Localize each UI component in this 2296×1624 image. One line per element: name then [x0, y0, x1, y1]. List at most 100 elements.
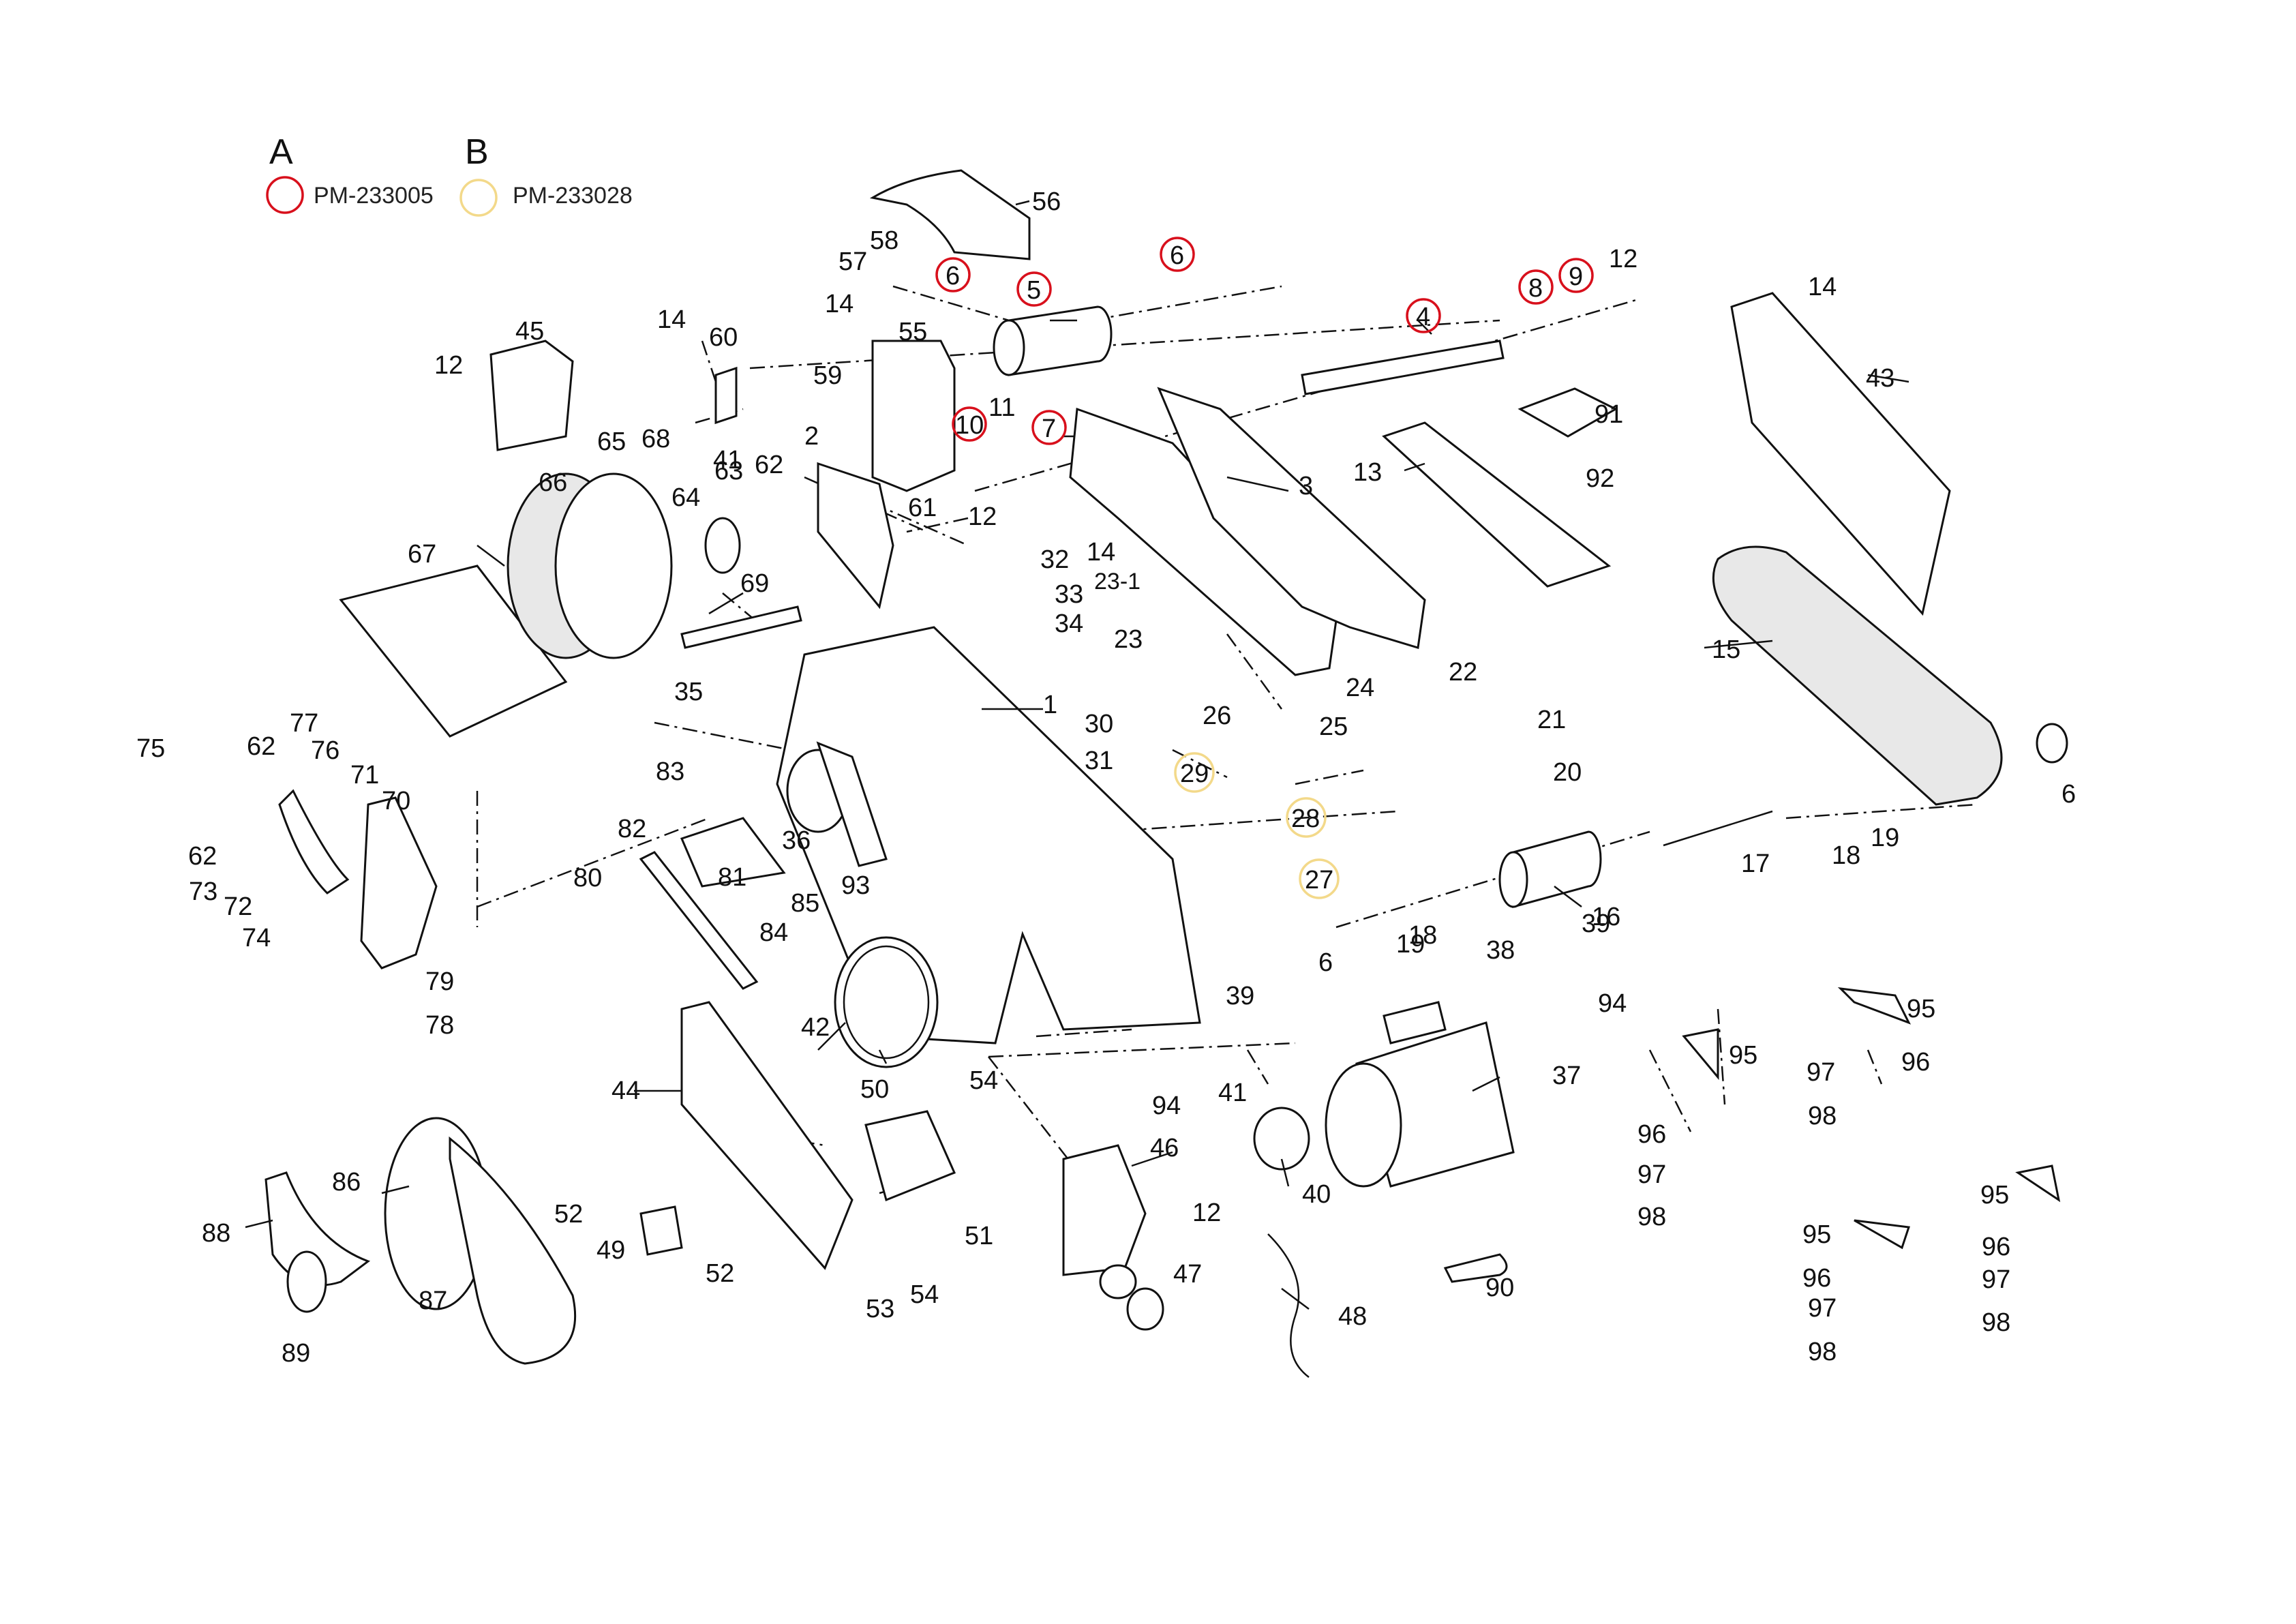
callout-35: 35 — [674, 678, 703, 706]
callout-12-d: 12 — [1192, 1199, 1221, 1227]
highlight-rings — [935, 237, 1594, 899]
part-17-shape — [1663, 810, 1773, 847]
highlight-a-6-left — [935, 257, 971, 292]
part-40-shape — [1253, 1107, 1310, 1171]
part-15-shape — [1712, 545, 2003, 806]
callout-75: 75 — [136, 734, 165, 763]
callout-86: 86 — [332, 1168, 361, 1197]
callout-82: 82 — [618, 815, 646, 843]
part-43-shape — [1730, 292, 1951, 616]
callout-96-c: 96 — [1982, 1233, 2010, 1261]
callout-31: 31 — [1085, 747, 1113, 775]
callout-6-bottom: 6 — [1318, 948, 1333, 977]
callout-87: 87 — [419, 1287, 447, 1315]
highlight-a-8 — [1518, 269, 1554, 305]
callout-96-d: 96 — [1802, 1264, 1831, 1293]
callout-66: 66 — [539, 468, 567, 497]
highlight-b-27 — [1299, 858, 1340, 899]
part-56-shape — [869, 169, 1031, 260]
legend: A PM-233005 B PM-233028 — [266, 132, 633, 217]
callout-11: 11 — [988, 393, 1015, 422]
callout-10: 10 — [955, 411, 984, 440]
callout-46: 46 — [1150, 1134, 1179, 1162]
part-45-shape — [489, 340, 574, 451]
highlight-b-29 — [1174, 752, 1215, 793]
highlight-a-5 — [1016, 271, 1052, 307]
callout-62-a: 62 — [755, 451, 783, 479]
callout-98-c: 98 — [1982, 1308, 2010, 1337]
callout-68: 68 — [641, 425, 670, 453]
callout-92: 92 — [1586, 464, 1614, 493]
legend-b-letter: B — [465, 132, 489, 172]
callout-33: 33 — [1055, 580, 1083, 609]
callout-27: 27 — [1305, 866, 1333, 894]
part-3-rear — [1157, 387, 1426, 649]
callout-34: 34 — [1055, 610, 1083, 638]
callout-81: 81 — [718, 863, 746, 892]
callout-96-b: 96 — [1637, 1120, 1666, 1149]
callout-56: 56 — [1032, 187, 1061, 216]
part-5-shape — [1008, 305, 1113, 376]
part-42-shape — [834, 936, 939, 1068]
callout-9: 9 — [1569, 262, 1583, 291]
highlight-a-10 — [952, 406, 987, 442]
callout-50: 50 — [860, 1075, 889, 1104]
callout-97-a: 97 — [1807, 1058, 1835, 1087]
callout-83: 83 — [656, 757, 684, 786]
callout-3: 3 — [1299, 472, 1313, 500]
callout-64: 64 — [671, 483, 700, 512]
callout-44: 44 — [611, 1077, 640, 1105]
parts — [265, 169, 2068, 1378]
callout-96-a: 96 — [1901, 1048, 1930, 1077]
part-47b-shape — [1126, 1287, 1164, 1331]
callout-15: 15 — [1712, 635, 1740, 664]
callout-labels: 1 2 3 4 5 6 6 6 6 7 8 9 10 11 12 12 12 1… — [136, 187, 2076, 1368]
part-16-end — [1498, 851, 1528, 908]
highlight-b-28 — [1286, 797, 1327, 838]
callout-2: 2 — [804, 422, 819, 451]
callout-69: 69 — [740, 569, 769, 598]
part-82-shape — [680, 817, 786, 888]
callout-14-a: 14 — [1808, 273, 1837, 301]
callout-54-a: 54 — [969, 1066, 998, 1095]
callout-26: 26 — [1203, 702, 1231, 730]
part-48-shape — [1267, 1233, 1310, 1378]
callout-95-d: 95 — [1802, 1220, 1831, 1249]
callout-63: 63 — [714, 457, 743, 485]
callout-18-a: 18 — [1832, 841, 1860, 870]
callout-23-1: 23-1 — [1094, 569, 1141, 595]
callout-97-c: 97 — [1982, 1265, 2010, 1294]
part-67-shape — [339, 565, 568, 738]
highlight-a-4 — [1406, 298, 1441, 333]
part-37-face — [1325, 1062, 1402, 1188]
callout-24: 24 — [1346, 674, 1374, 702]
callout-98-b: 98 — [1637, 1203, 1666, 1231]
callout-79: 79 — [425, 967, 454, 996]
callout-17: 17 — [1741, 849, 1770, 878]
part-2-shape — [817, 462, 894, 610]
callout-14-b: 14 — [657, 305, 686, 334]
highlight-a-7 — [1031, 410, 1067, 445]
callout-80: 80 — [573, 864, 602, 892]
callout-12-a: 12 — [1609, 245, 1637, 273]
legend-a-swatch — [266, 176, 304, 214]
callout-25: 25 — [1319, 712, 1348, 741]
callout-84: 84 — [759, 918, 788, 947]
callout-97-d: 97 — [1808, 1294, 1837, 1323]
legend-a-letter: A — [269, 132, 293, 172]
callout-22: 22 — [1449, 658, 1477, 687]
callout-65: 65 — [597, 427, 626, 456]
callout-91: 91 — [1595, 400, 1623, 429]
callout-6-left: 6 — [946, 262, 960, 290]
callout-43: 43 — [1866, 364, 1894, 393]
part-95a-shape — [1837, 987, 1912, 1025]
part-50-shape — [864, 1110, 956, 1202]
callout-30: 30 — [1085, 710, 1113, 738]
part-49-shape — [639, 1205, 683, 1256]
part-95c-shape — [1854, 1219, 1911, 1250]
callout-89: 89 — [282, 1339, 310, 1368]
part-64-shape — [704, 517, 741, 574]
part-16-shape — [1512, 830, 1602, 908]
callout-90: 90 — [1485, 1274, 1514, 1302]
